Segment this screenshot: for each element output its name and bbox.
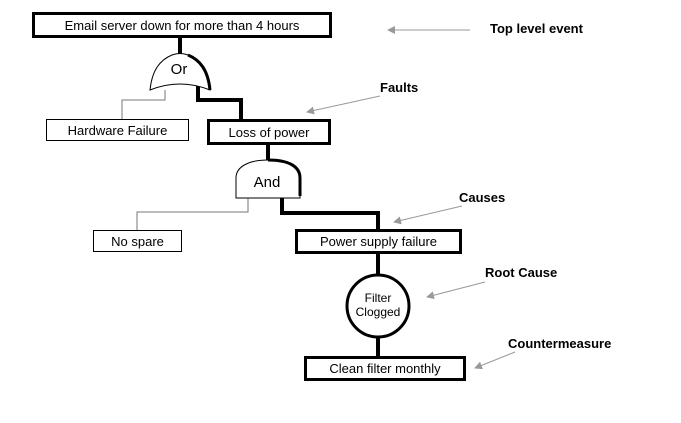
connector-and-to-psu (280, 196, 380, 230)
annotation-countermeasure: Countermeasure (508, 336, 612, 351)
filter-clogged-line2: Clogged (355, 305, 401, 319)
power-supply-failure-box: Power supply failure (295, 229, 462, 254)
or-gate-label: Or (170, 61, 188, 78)
top-event-box: Email server down for more than 4 hours (32, 12, 332, 38)
connector-or-to-power (196, 86, 243, 121)
hardware-failure-box: Hardware Failure (46, 119, 189, 141)
arrow-faults (306, 95, 381, 115)
connector-and-to-nospare (136, 198, 249, 231)
annotation-root-cause: Root Cause (485, 265, 558, 280)
loss-of-power-box: Loss of power (207, 119, 331, 145)
connector-or-to-hardware (121, 90, 166, 121)
and-gate-label: And (253, 174, 281, 191)
clean-filter-box: Clean filter monthly (304, 356, 466, 381)
filter-clogged-line1: Filter (364, 291, 392, 305)
annotation-causes: Causes (459, 190, 506, 205)
no-spare-box: No spare (93, 230, 182, 252)
annotation-top-level-event: Top level event (490, 21, 583, 36)
filter-clogged-circle (345, 273, 411, 339)
annotation-faults: Faults (380, 80, 419, 95)
or-gate-thick-edge (187, 53, 212, 91)
and-gate-thick-edge (267, 158, 302, 196)
arrow-root-cause (426, 281, 486, 300)
arrow-countermeasure (474, 351, 516, 370)
arrow-causes (393, 205, 463, 225)
filter-clogged-label: Filter Clogged (348, 291, 408, 319)
